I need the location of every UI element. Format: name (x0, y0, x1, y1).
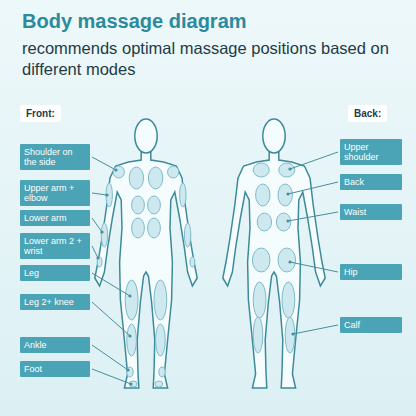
head-outline (135, 119, 157, 153)
body-region-label: Ankle (20, 337, 90, 353)
label-text: Lower arm 2 + wrist (24, 236, 86, 257)
label-text: Foot (24, 364, 86, 374)
massage-pad (132, 218, 145, 238)
massage-pad (97, 257, 102, 267)
leader-dots (96, 167, 294, 385)
massage-pad (278, 248, 296, 272)
massage-pad (252, 248, 270, 272)
massage-pad (253, 282, 266, 318)
massage-pad (148, 218, 161, 238)
massage-pad (278, 184, 292, 206)
label-text: Back (344, 177, 398, 187)
body-figure (95, 119, 197, 388)
massage-pad (159, 367, 165, 377)
label-text: Shoulder on the side (24, 147, 86, 168)
body-region-label: Foot (20, 361, 90, 377)
label-text: Leg (24, 268, 86, 278)
massage-pad (257, 213, 271, 231)
massage-pad (113, 166, 124, 178)
body-region-label: Upper arm + elbow (20, 180, 90, 207)
massage-pad (148, 167, 162, 189)
body-figures (95, 119, 325, 388)
massage-pad (156, 324, 166, 356)
view-label: Front: (20, 105, 61, 122)
view-label: Back: (348, 105, 387, 122)
body-region-label: Lower arm 2 + wrist (20, 233, 90, 260)
label-text: Back: (354, 108, 381, 119)
label-text: Lower arm (24, 213, 86, 223)
massage-pad (253, 317, 263, 353)
massage-pad (101, 223, 107, 247)
label-text: Calf (344, 320, 398, 330)
body-region-label: Back (340, 174, 402, 190)
massage-pad (276, 213, 290, 231)
massage-pad (285, 317, 295, 353)
massage-pad (155, 381, 163, 387)
label-text: Ankle (24, 340, 86, 350)
body-region-label: Leg 2+ knee (20, 294, 90, 310)
massage-pad (148, 196, 161, 214)
massage-pad (279, 163, 295, 177)
massage-pad (129, 167, 143, 189)
massage-pad (180, 183, 186, 207)
subtitle: recommends optimal massage positions bas… (22, 38, 402, 80)
massage-pad (282, 282, 295, 318)
massage-pad (127, 324, 137, 356)
massage-pad (132, 196, 145, 214)
massage-pad (256, 184, 270, 206)
title: Body massage diagram (22, 10, 247, 33)
massage-pad (129, 381, 137, 387)
label-text: Hip (344, 267, 398, 277)
massage-pad (168, 166, 179, 178)
massage-pad (154, 280, 167, 320)
body-region-label: Shoulder on the side (20, 144, 90, 171)
massage-pad (125, 280, 138, 320)
label-text: Front: (26, 108, 55, 119)
body-outline (223, 152, 325, 388)
label-text: Waist (344, 207, 398, 217)
body-region-label: Calf (340, 317, 402, 333)
body-region-label: Leg (20, 265, 90, 281)
leader-lines (92, 152, 338, 384)
label-text: Upper arm + elbow (24, 183, 86, 204)
label-text: Leg 2+ knee (24, 297, 86, 307)
body-figure (223, 119, 325, 388)
massage-pad (106, 183, 112, 207)
body-region-label: Upper shoulder (340, 139, 402, 166)
head-outline (263, 119, 285, 153)
body-outline (95, 152, 197, 388)
body-region-label: Hip (340, 264, 402, 280)
massage-pad (127, 367, 133, 377)
massage-pad (184, 223, 190, 247)
massage-pad (190, 257, 195, 267)
body-region-label: Waist (340, 204, 402, 220)
massage-pad (253, 163, 269, 177)
body-region-label: Lower arm (20, 210, 90, 226)
label-text: Upper shoulder (344, 142, 398, 163)
